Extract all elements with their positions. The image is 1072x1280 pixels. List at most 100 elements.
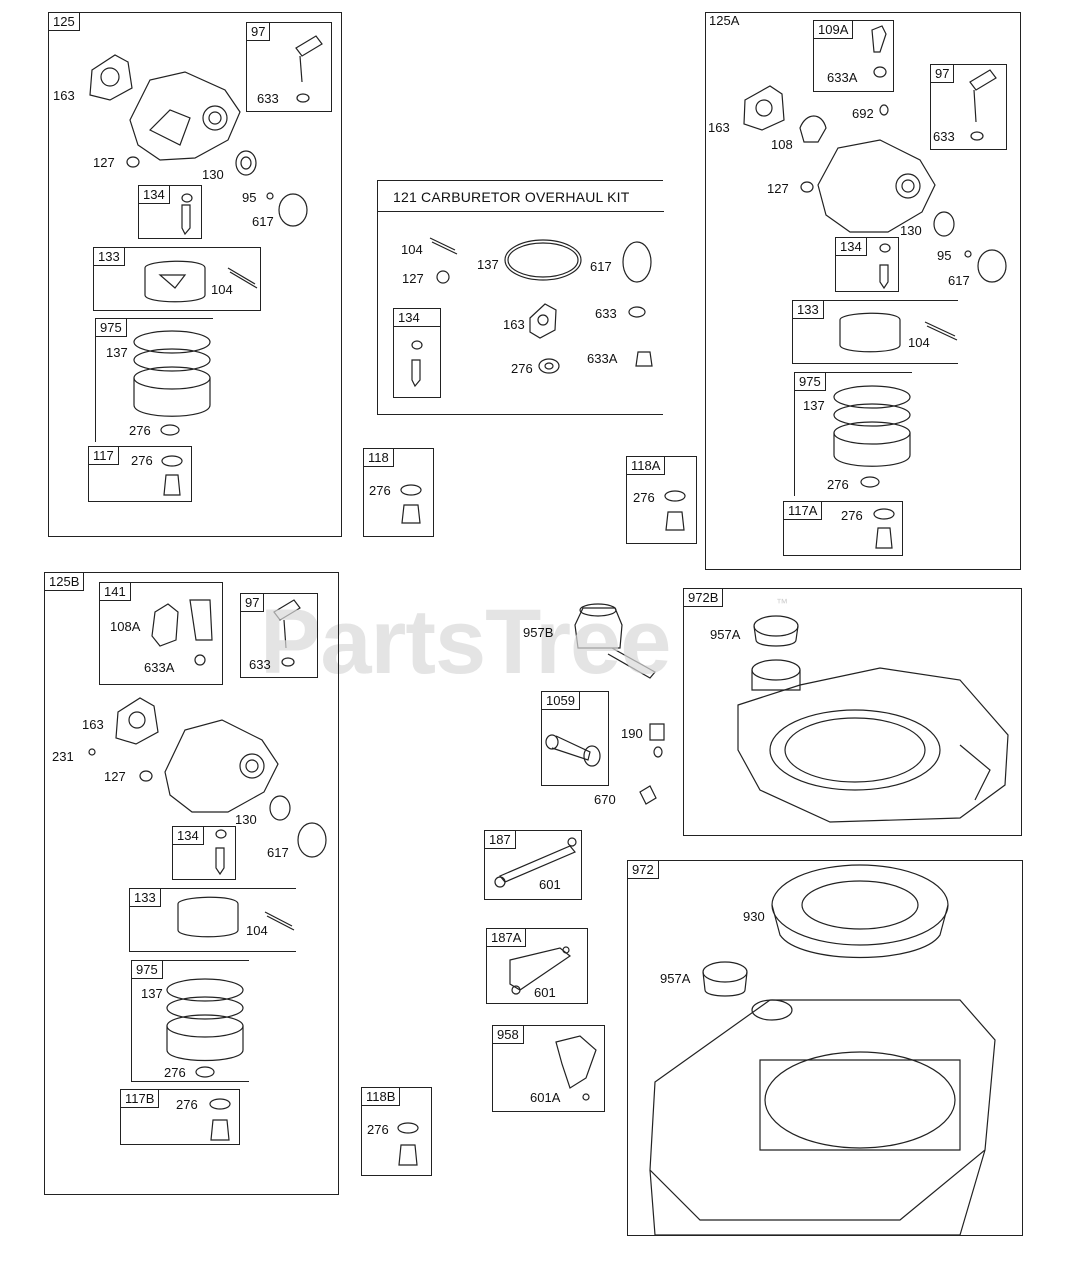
part-label: 276: [633, 490, 655, 505]
group-label: 975: [95, 318, 127, 337]
part-label: 127: [402, 271, 424, 286]
group-label: 118: [363, 448, 394, 467]
group-label: 133: [93, 247, 125, 266]
part-label: 276: [176, 1097, 198, 1112]
group-134b-box: 134: [835, 237, 899, 292]
part-label: 163: [708, 120, 730, 135]
group-134a-box: 134: [138, 185, 202, 239]
group-label: 97: [246, 22, 271, 41]
part-label: 601: [534, 985, 556, 1000]
part-label: 633A: [144, 660, 175, 675]
part-label: 104: [908, 335, 930, 350]
part-label: 127: [104, 769, 126, 784]
group-134c-box: 134: [172, 826, 236, 880]
group-label: 134: [138, 185, 170, 204]
part-label: 617: [948, 273, 970, 288]
part-label: 95: [937, 248, 952, 263]
nut-190-670-drawing: [639, 723, 665, 805]
group-125B-box: 125B: [44, 572, 339, 1195]
part-label: 633: [595, 306, 617, 321]
group-label: 133: [129, 888, 161, 907]
link-187A-drawing: [509, 946, 572, 995]
float-133b-drawing: [839, 312, 958, 353]
part-label: 633A: [827, 70, 858, 85]
part-label: 104: [401, 242, 423, 257]
part-label: 127: [93, 155, 115, 170]
part-label: 130: [900, 223, 922, 238]
part-label: 601A: [530, 1090, 561, 1105]
part-label: 190: [621, 726, 643, 741]
part-label: 137: [477, 257, 499, 272]
jet-117-drawing: [161, 455, 183, 496]
part-label: 633A: [587, 351, 618, 366]
gasket-975c-drawing: [166, 978, 244, 1078]
group-label: 187A: [486, 928, 527, 947]
group-label: 134: [835, 237, 867, 256]
part-label: 276: [827, 477, 849, 492]
part-label: 617: [590, 259, 612, 274]
watermark-trademark: ™: [776, 596, 788, 610]
part-label: 137: [141, 986, 163, 1001]
group-975c-box: 975: [131, 960, 249, 1082]
gasket-975b-drawing: [833, 385, 911, 488]
group-label: 117B: [120, 1089, 160, 1108]
group-label: 975: [794, 372, 826, 391]
part-label: 276: [131, 453, 153, 468]
group-label: 109A: [813, 20, 854, 39]
part-label: 617: [252, 214, 274, 229]
jet-117B-drawing: [209, 1098, 231, 1141]
group-117B-box: 117B: [120, 1089, 240, 1145]
part-label: 633: [257, 91, 279, 106]
part-label: 276: [164, 1065, 186, 1080]
gasket-975a-drawing: [133, 330, 211, 436]
part-label: 137: [803, 398, 825, 413]
part-label: 104: [211, 282, 233, 297]
part-label: 108A: [110, 619, 141, 634]
carburetor-125A-drawing: [743, 85, 1007, 283]
part-label: 957A: [710, 627, 741, 642]
part-label: 930: [743, 909, 765, 924]
group-label: 134: [393, 308, 441, 327]
group-109A-box: 109A: [813, 20, 894, 92]
fuel-pin-97c-drawing: [273, 599, 301, 667]
needle-134a-drawing: [181, 193, 193, 236]
part-label: 670: [594, 792, 616, 807]
bolt-1059-drawing: [545, 734, 601, 767]
fuel-pin-97a-drawing: [295, 35, 323, 103]
part-label: 957A: [660, 971, 691, 986]
group-label: 97: [930, 64, 955, 83]
valve-109A-drawing: [871, 25, 887, 78]
part-label: 633: [933, 129, 955, 144]
jet-118A-drawing: [664, 490, 686, 531]
part-label: 231: [52, 749, 74, 764]
part-label: 163: [53, 88, 75, 103]
jet-118-drawing: [400, 484, 422, 524]
group-187-box: 187: [484, 830, 582, 900]
part-label: 633: [249, 657, 271, 672]
group-141-box: 141: [99, 582, 223, 685]
tank-972B-drawing: [737, 615, 1009, 823]
group-972-box: 972: [627, 860, 1023, 1236]
group-97c-box: 97: [240, 593, 318, 678]
carburetor-125-drawing: [89, 54, 308, 227]
group-label: 125B: [44, 572, 85, 591]
group-label: 141: [99, 582, 131, 601]
link-187-drawing: [494, 837, 577, 888]
group-97b-box: 97: [930, 64, 1007, 150]
jet-118B-drawing: [397, 1122, 419, 1166]
part-label: 617: [267, 845, 289, 860]
needle-134b-drawing: [879, 243, 891, 290]
clip-958-drawing: [555, 1035, 597, 1101]
group-97a-box: 97: [246, 22, 332, 112]
tank-972-drawing: [649, 864, 996, 1236]
group-958-box: 958: [492, 1025, 605, 1112]
group-133a-box: 133: [93, 247, 261, 311]
watermark: PartsTree: [260, 591, 671, 693]
part-label: 104: [246, 923, 268, 938]
part-label: 127: [767, 181, 789, 196]
part-label: 130: [235, 812, 257, 827]
float-133a-drawing: [144, 260, 258, 303]
part-label: 276: [369, 483, 391, 498]
jet-117A-drawing: [873, 508, 895, 549]
